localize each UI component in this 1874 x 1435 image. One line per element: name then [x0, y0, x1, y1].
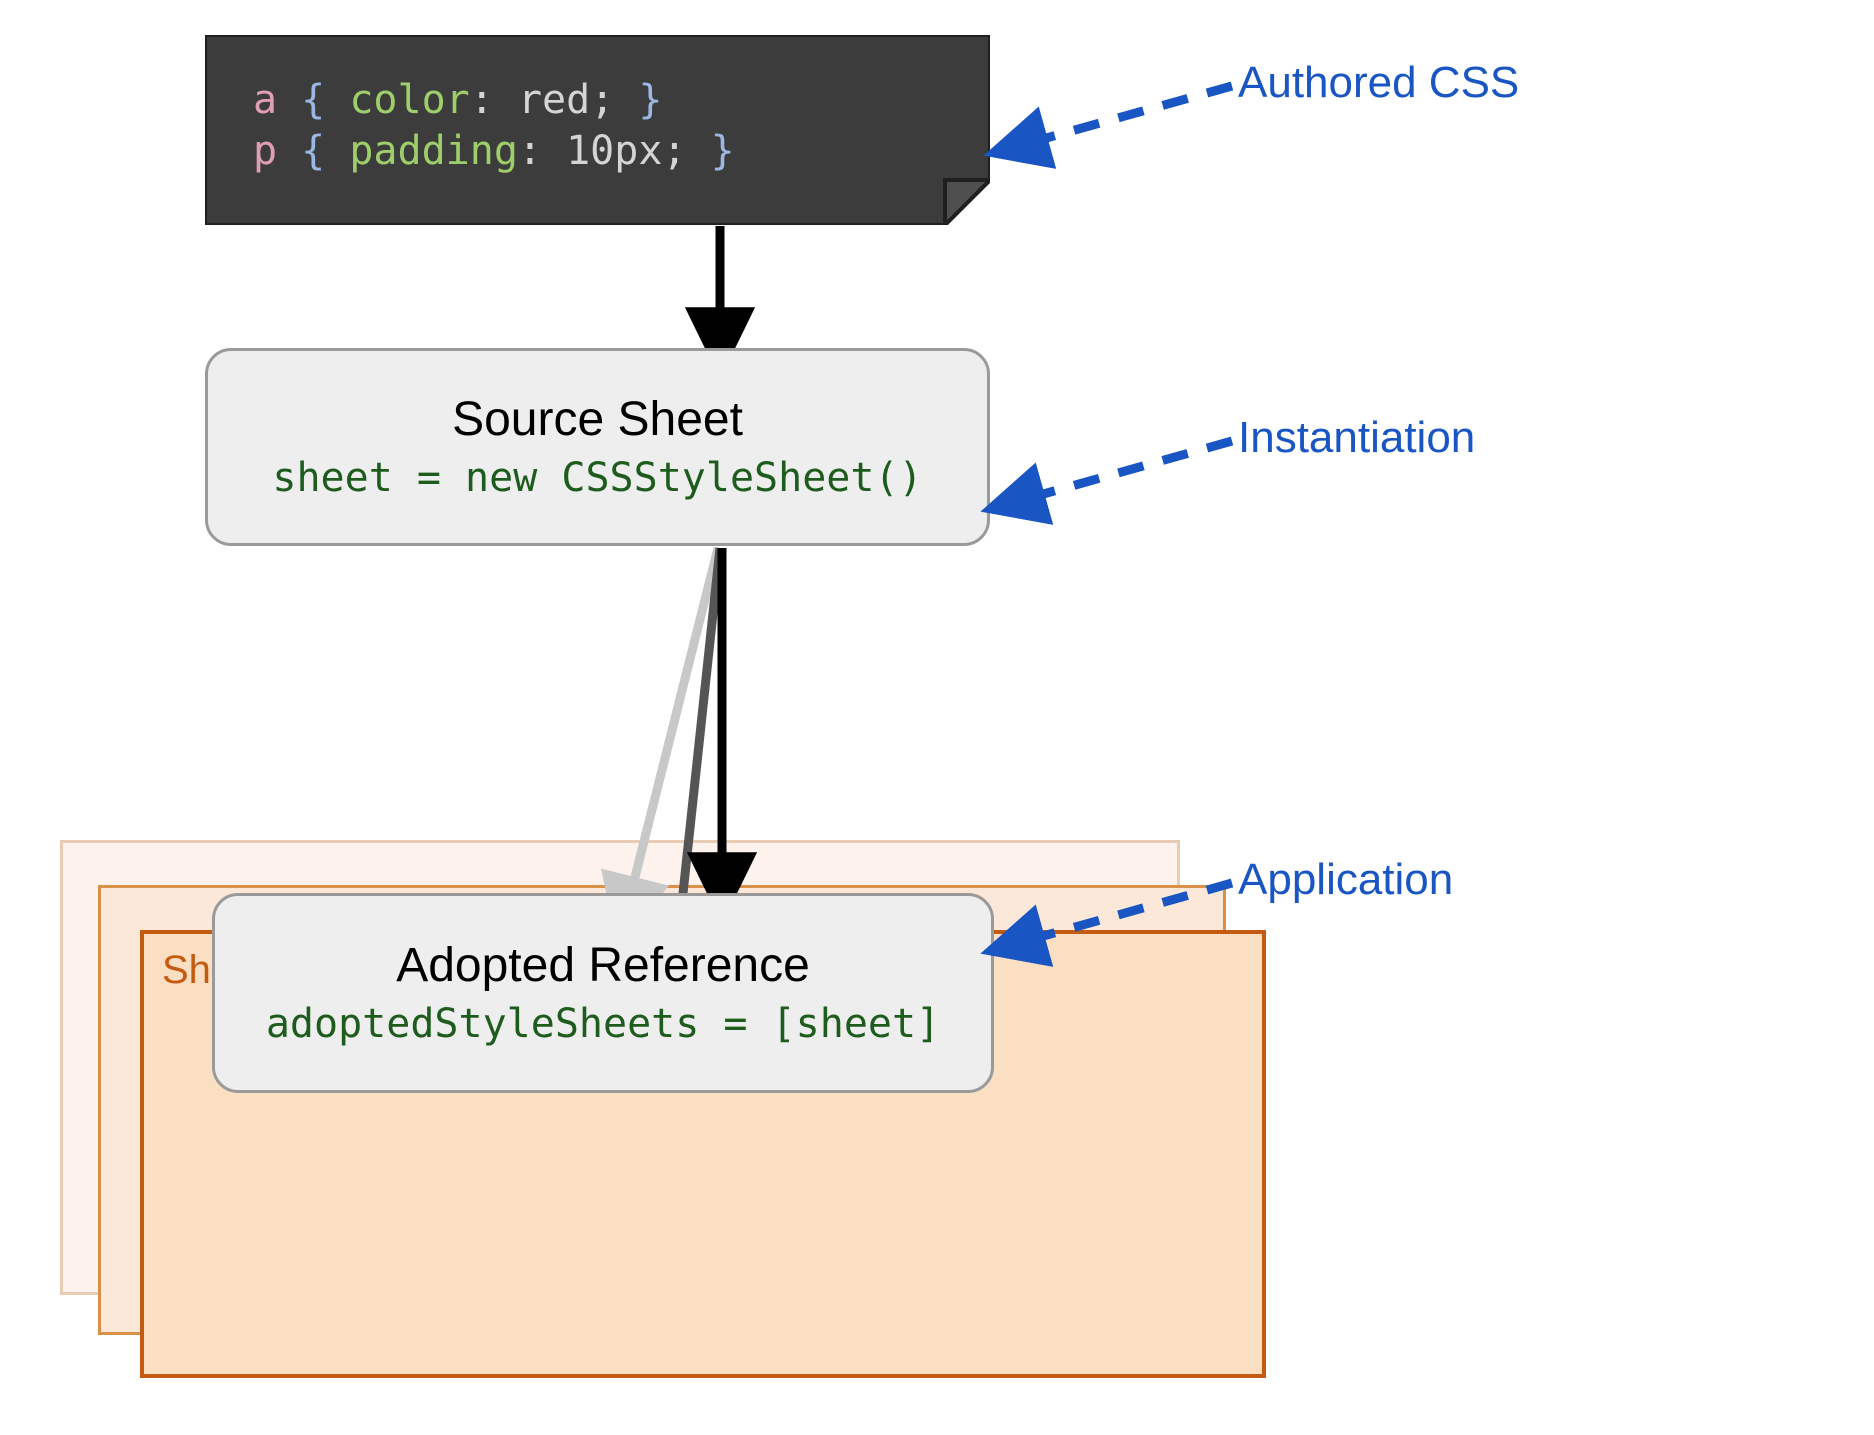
css-property-padding: padding [349, 128, 518, 175]
css-value-10px: 10px [566, 128, 663, 175]
note-folded-corner [943, 178, 990, 225]
callout-label-instantiation: Instantiation [1238, 413, 1476, 462]
css-semicolon-a: ; [590, 77, 639, 123]
css-open-brace-a: { [277, 77, 350, 123]
source-sheet-title: Source Sheet [452, 392, 743, 446]
css-selector-p: p [253, 128, 278, 175]
css-value-red: red [517, 77, 591, 123]
source-sheet-node: Source Sheet sheet = new CSSStyleSheet() [205, 348, 990, 546]
css-colon-p: : [517, 128, 567, 175]
adopted-reference-title: Adopted Reference [396, 938, 810, 992]
source-sheet-code: sheet = new CSSStyleSheet() [272, 455, 923, 502]
callout-leader-application [980, 878, 1234, 967]
css-close-brace-a: } [638, 77, 663, 123]
callout-label-application: Application [1238, 855, 1454, 904]
adopted-reference-code: adoptedStyleSheets = [sheet] [265, 1001, 941, 1048]
css-colon-a: : [469, 77, 518, 123]
css-selector-a: a [253, 77, 278, 123]
callout-label-authored-css: Authored CSS [1238, 58, 1520, 107]
callout-leader-authored [983, 81, 1234, 169]
css-semicolon-p: ; [662, 128, 711, 175]
authored-css-snippet: a { color: red; } p { padding: 10px; } [205, 35, 990, 225]
css-close-brace-p: } [710, 128, 735, 175]
callout-leader-instantiation [980, 436, 1234, 525]
css-open-brace-p: { [277, 128, 350, 175]
authored-css-code: a { color: red; } p { padding: 10px; } [253, 75, 735, 177]
css-property-color: color [349, 77, 470, 123]
